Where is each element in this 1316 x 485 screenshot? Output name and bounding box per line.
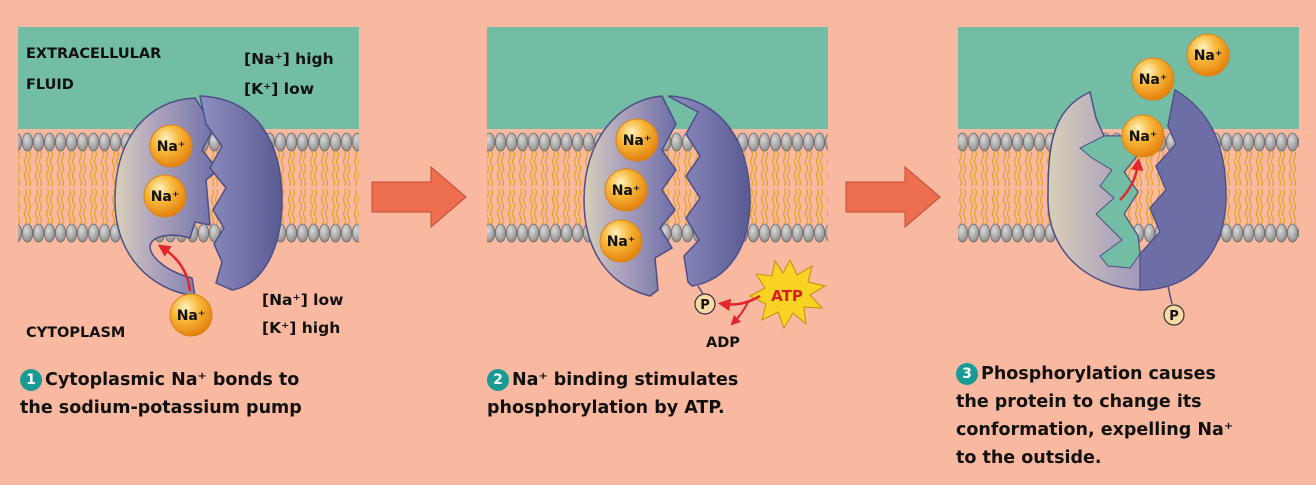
na-ion: Na⁺ — [169, 293, 213, 337]
phosphate-group: P — [1163, 304, 1185, 326]
na-ion-label: Na⁺ — [1139, 72, 1168, 88]
extracellular-label-line2: FLUID — [26, 77, 74, 93]
step-2-text: Na⁺ binding stimulates phosphorylation b… — [487, 370, 739, 418]
na-ion-label: Na⁺ — [1194, 48, 1223, 64]
extracellular-fluid-region — [958, 27, 1299, 129]
panel-2: Na⁺ Na⁺ Na⁺ P ATP ADP — [487, 27, 828, 351]
k-concentration-high: [K⁺] high — [262, 319, 340, 337]
phosphate-label: P — [1169, 309, 1179, 324]
pump-protein-right-shade — [1139, 89, 1227, 291]
na-ion-label: Na⁺ — [151, 189, 180, 205]
step-arrow — [845, 165, 941, 229]
expel-arrow — [1119, 157, 1144, 201]
na-ion-label: Na⁺ — [623, 133, 652, 149]
na-ion: Na⁺ — [149, 124, 193, 168]
phosphate-group: P — [694, 293, 716, 315]
panel-3: Na⁺ Na⁺ Na⁺ P — [958, 27, 1299, 326]
extracellular-label: EXTRACELLULAR — [26, 46, 161, 62]
na-ion-label: Na⁺ — [607, 234, 636, 250]
atp-burst: ATP — [748, 258, 827, 330]
k-concentration-low: [K⁺] low — [244, 80, 314, 98]
na-ion-label: Na⁺ — [612, 183, 641, 199]
atp-label: ATP — [771, 287, 803, 305]
na-concentration-low: [Na⁺] low — [262, 291, 343, 309]
phosphate-link — [697, 285, 704, 295]
na-ion: Na⁺ — [604, 168, 648, 212]
step-3-text: Phosphorylation causes the protein to ch… — [956, 364, 1234, 468]
na-ion: Na⁺ — [1131, 57, 1175, 101]
pump-channel — [1079, 135, 1141, 269]
na-ion-label: Na⁺ — [177, 308, 206, 324]
na-ion: Na⁺ — [599, 219, 643, 263]
pump-protein-right-half — [667, 95, 751, 287]
na-ion: Na⁺ — [1121, 114, 1165, 158]
na-concentration-high: [Na⁺] high — [244, 50, 334, 68]
na-ion: Na⁺ — [615, 118, 659, 162]
phosphate-label: P — [700, 298, 710, 313]
cytoplasm-label: CYTOPLASM — [26, 325, 125, 341]
na-ion: Na⁺ — [1186, 33, 1230, 77]
na-ion-label: Na⁺ — [157, 139, 186, 155]
step-1-badge: 1 — [20, 369, 42, 391]
pump-protein-right-half — [199, 95, 283, 291]
step-3-badge: 3 — [956, 363, 978, 385]
binding-arrow — [157, 244, 192, 292]
adp-label: ADP — [706, 335, 740, 351]
phosphorylation-arrow — [717, 294, 761, 312]
phosphate-link — [1167, 285, 1173, 305]
step-2-badge: 2 — [487, 369, 509, 391]
step-1-text: Cytoplasmic Na⁺ bonds to the sodium-pota… — [20, 370, 302, 418]
na-ion: Na⁺ — [143, 174, 187, 218]
step-arrow — [371, 165, 467, 229]
na-ion-label: Na⁺ — [1129, 129, 1158, 145]
panel-1: Na⁺ Na⁺ Na⁺ EXTRACELLULAR FLUID [Na⁺] hi… — [18, 27, 359, 341]
adp-arrow — [730, 301, 749, 326]
